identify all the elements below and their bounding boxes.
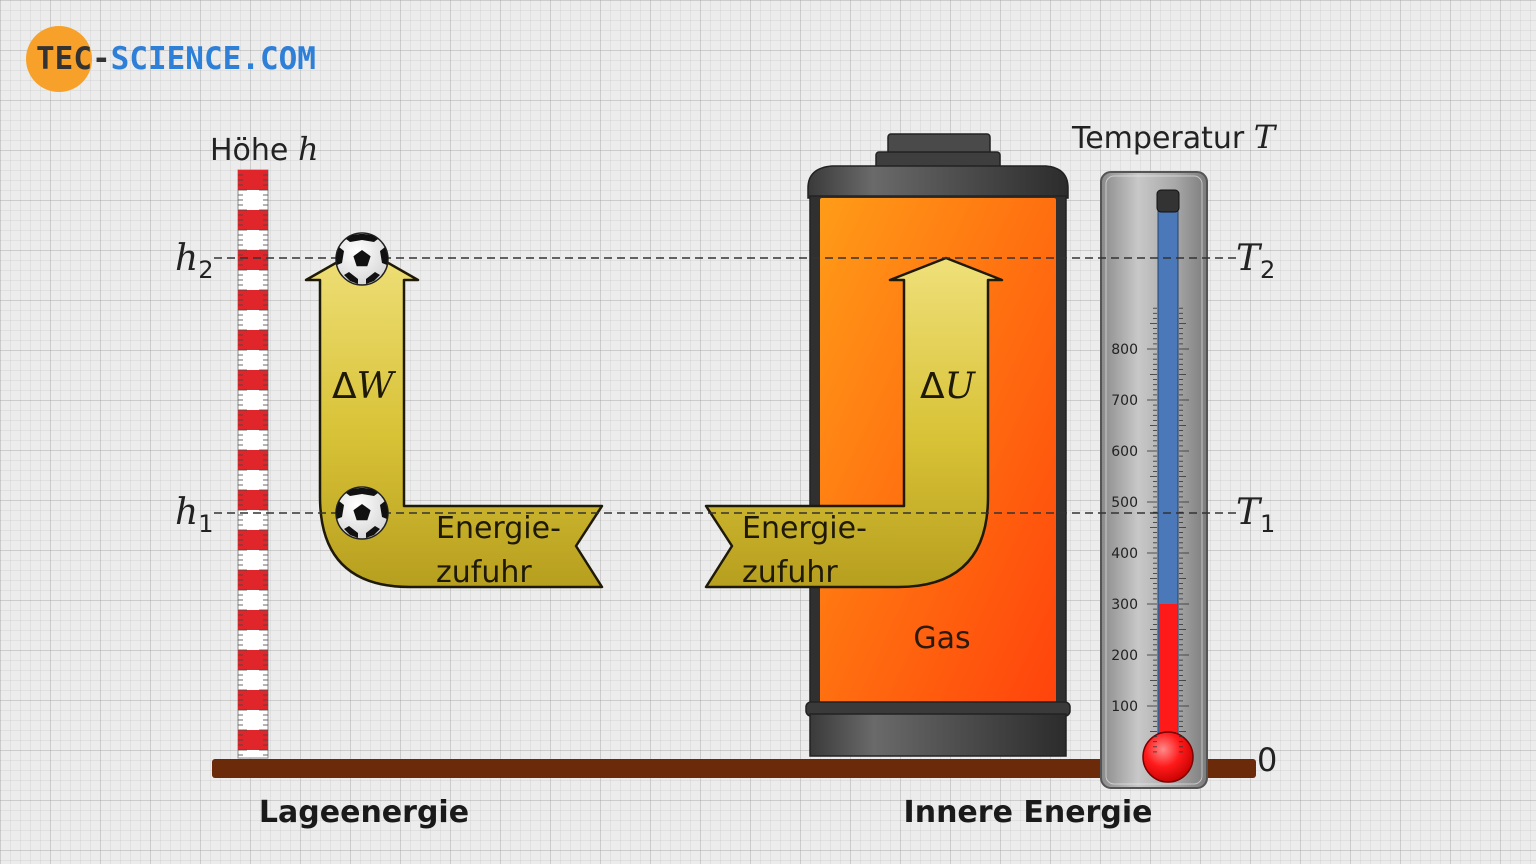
thermometer-tick-label: 400: [1111, 546, 1138, 562]
thermometer-tick-label: 200: [1111, 648, 1138, 664]
thermometer-scale: 800 700 600 500 400 300 200 100: [1111, 307, 1189, 753]
level-T2-sub: 2: [1260, 256, 1275, 284]
level-T2-letter: T: [1236, 238, 1263, 279]
level-h2-sub: 2: [198, 256, 213, 284]
temperature-title-symbol: T: [1254, 118, 1278, 156]
rod-segment: [238, 730, 268, 750]
temperature-title-text: Temperatur: [1071, 121, 1245, 156]
thermometer-tick-label: 100: [1111, 699, 1138, 715]
arrow-right-text-line2: zufuhr: [742, 555, 838, 590]
level-h1-letter: h: [175, 492, 198, 533]
height-axis-label-text: Höhe: [210, 133, 288, 168]
logo-text-part1: TEC-: [36, 41, 111, 77]
delta-w-delta: Δ: [332, 366, 357, 407]
level-T1-sub: 1: [1260, 510, 1275, 538]
delta-u-symbol: U: [945, 366, 977, 407]
rod-segment: [238, 170, 268, 190]
arrow-left-text-line1: Energie-: [436, 511, 561, 546]
arrow-left-text-line2: zufuhr: [436, 555, 532, 590]
height-axis-symbol: h: [298, 130, 319, 168]
thermometer-bulb: [1142, 731, 1194, 783]
rod-segment: [238, 450, 268, 470]
rod-segments: [238, 170, 268, 750]
height-axis-label: Höhe h: [210, 130, 319, 168]
rod-segment: [238, 330, 268, 350]
rod-segment: [238, 290, 268, 310]
tank-gas-label: Gas: [913, 621, 970, 656]
level-T1-letter: T: [1236, 492, 1263, 533]
arrow-right-text-line1: Energie-: [742, 511, 867, 546]
rod-segment: [238, 210, 268, 230]
rod-segment: [238, 650, 268, 670]
rod-segment: [238, 250, 268, 270]
rod-segment: [238, 410, 268, 430]
temperature-title: Temperatur T: [1071, 118, 1278, 156]
thermometer-tick-label: 800: [1111, 342, 1138, 358]
thermometer-tick-label: 600: [1111, 444, 1138, 460]
delta-u-label: ΔU: [920, 366, 977, 407]
caption-potential-energy: Lageenergie: [259, 795, 469, 830]
rod-segment: [238, 490, 268, 510]
caption-internal-energy: Innere Energie: [904, 795, 1153, 830]
logo-text-part2: SCIENCE.COM: [110, 41, 316, 77]
delta-w-label: ΔW: [332, 366, 397, 407]
ground-floor: [212, 759, 1256, 778]
thermometer: 800 700 600 500 400 300 200 100: [1100, 171, 1208, 789]
temperature-zero-label: 0: [1257, 741, 1277, 779]
energy-arrow-right: [704, 256, 1004, 589]
rod-segment: [238, 610, 268, 630]
rod-segment: [238, 690, 268, 710]
rod-segment: [238, 530, 268, 550]
level-h1-sub: 1: [198, 510, 213, 538]
soccer-ball-bottom-icon: [335, 486, 389, 540]
thermometer-tick-label: 300: [1111, 597, 1138, 613]
rod-segment: [238, 370, 268, 390]
thermometer-tick-label: 700: [1111, 393, 1138, 409]
level-h1-label: h1: [175, 492, 213, 538]
thermometer-tick-label: 500: [1111, 495, 1138, 511]
measuring-rod: [237, 169, 269, 759]
level-h2-letter: h: [175, 238, 198, 279]
delta-w-symbol: W: [357, 366, 397, 407]
logo-circle: [26, 26, 92, 92]
delta-u-delta: Δ: [920, 366, 945, 407]
level-T1-label: T1: [1236, 492, 1275, 538]
thermometer-liquid: [1159, 604, 1177, 757]
soccer-ball-top-icon: [335, 232, 389, 286]
rod-segment: [238, 570, 268, 590]
rod-ticks: [238, 174, 268, 756]
level-h2-label: h2: [175, 238, 213, 284]
level-T2-label: T2: [1236, 238, 1275, 284]
logo-text: TEC-SCIENCE.COM: [36, 42, 316, 76]
